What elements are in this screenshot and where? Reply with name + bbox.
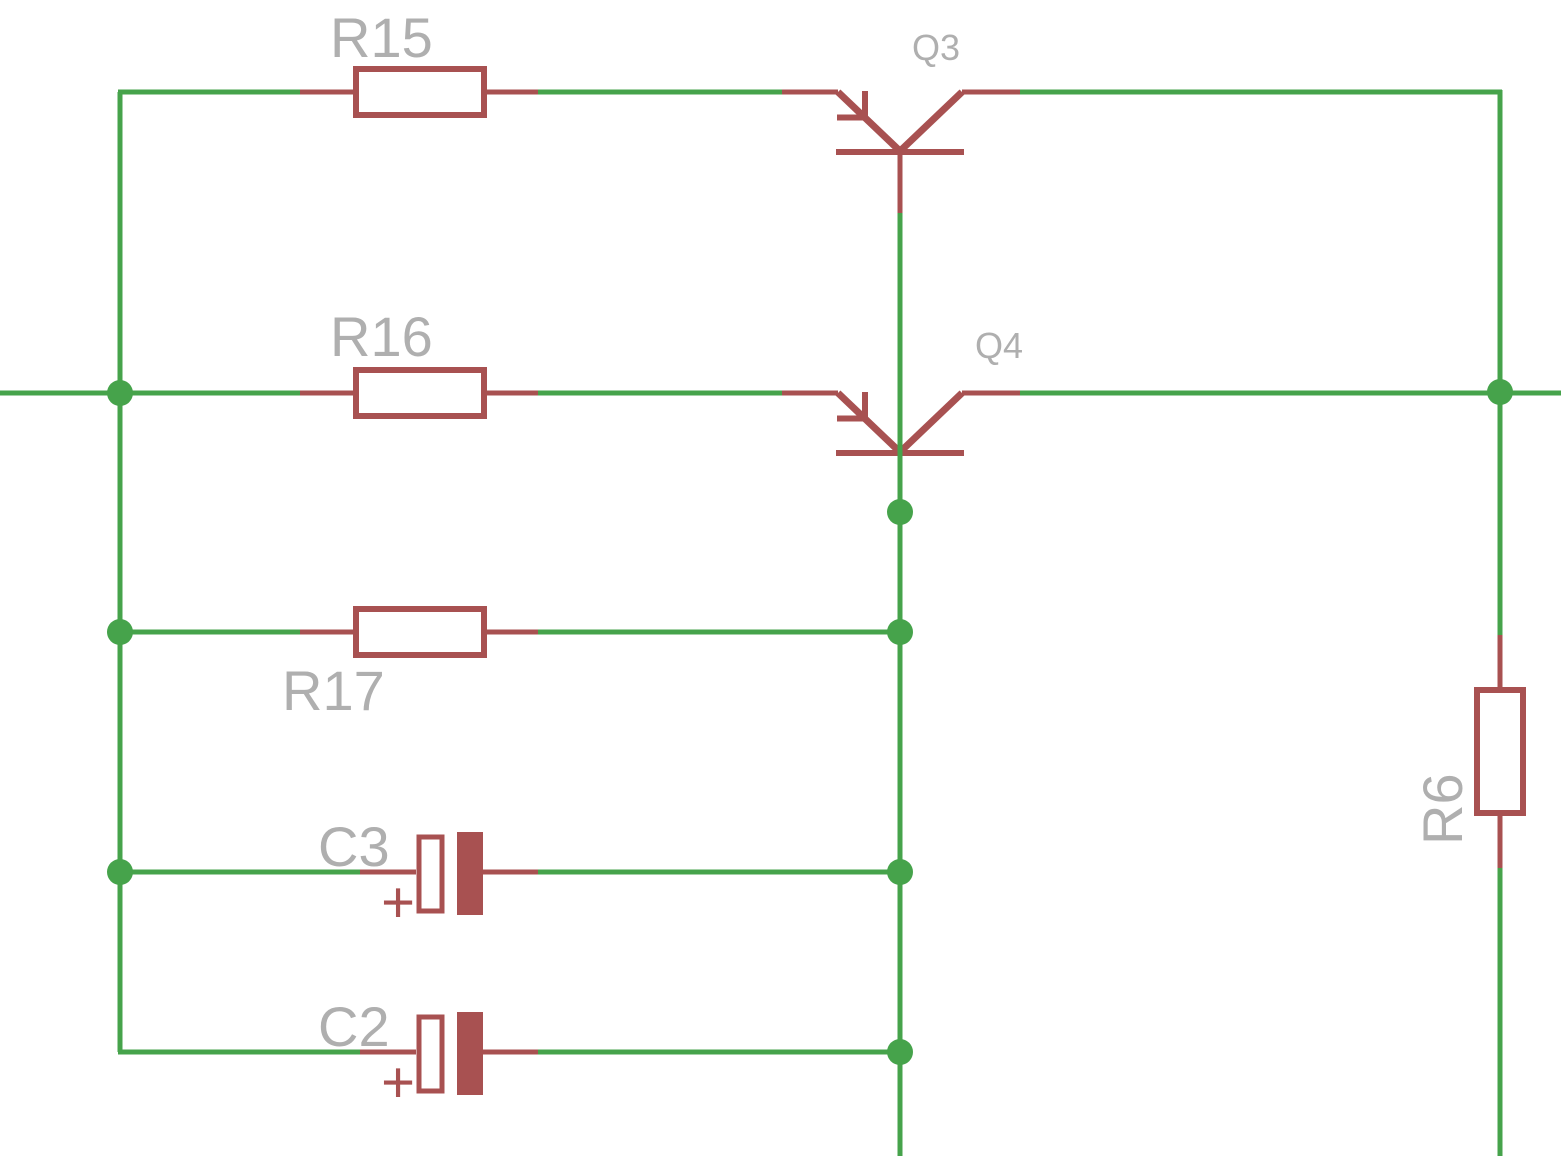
label-q4: Q4 <box>975 325 1023 366</box>
resistor-R16[interactable] <box>300 367 538 419</box>
polarity-plus-c3: + <box>381 870 415 935</box>
junction-dot <box>887 859 913 885</box>
junction-dot <box>887 1039 913 1065</box>
capacitor-C2[interactable] <box>360 1012 538 1095</box>
transistor-collector <box>895 89 965 156</box>
resistor-body <box>353 606 487 658</box>
emitter-arrow-icon <box>837 392 868 422</box>
resistor-R17[interactable] <box>300 606 538 658</box>
label-r16: R16 <box>330 305 433 368</box>
junction-dot <box>107 619 133 645</box>
resistor-R15[interactable] <box>300 66 538 118</box>
resistor-body <box>353 66 487 118</box>
capacitor-plate-negative <box>457 832 483 915</box>
junction-dot <box>107 380 133 406</box>
labels: R15 R16 R17 R6 C3 C2 Q3 Q4 + + <box>282 6 1474 1115</box>
transistor-Q3[interactable] <box>782 89 1020 214</box>
resistor-body <box>1474 687 1526 816</box>
label-q3: Q3 <box>912 27 960 68</box>
label-c3: C3 <box>318 815 390 878</box>
resistor-body <box>353 367 487 419</box>
capacitor-plate-positive <box>416 1014 445 1094</box>
junctions <box>107 379 1513 1065</box>
polarity-plus-c2: + <box>381 1050 415 1115</box>
junction-dot <box>887 499 913 525</box>
label-r15: R15 <box>330 6 433 69</box>
junction-dot <box>107 859 133 885</box>
transistor-emitter <box>835 89 905 156</box>
resistor-R6[interactable] <box>1474 635 1526 868</box>
label-c2: C2 <box>318 995 390 1058</box>
label-r6: R6 <box>1411 773 1474 845</box>
junction-dot <box>887 619 913 645</box>
transistor-emitter <box>835 390 905 457</box>
net-wires <box>0 89 1561 1156</box>
transistor-collector <box>895 390 965 457</box>
emitter-arrow-icon <box>837 91 868 121</box>
capacitor-C3[interactable] <box>360 832 538 915</box>
label-r17: R17 <box>282 659 385 722</box>
capacitor-plate-positive <box>416 834 445 914</box>
capacitor-plate-negative <box>457 1012 483 1095</box>
junction-dot <box>1487 379 1513 405</box>
